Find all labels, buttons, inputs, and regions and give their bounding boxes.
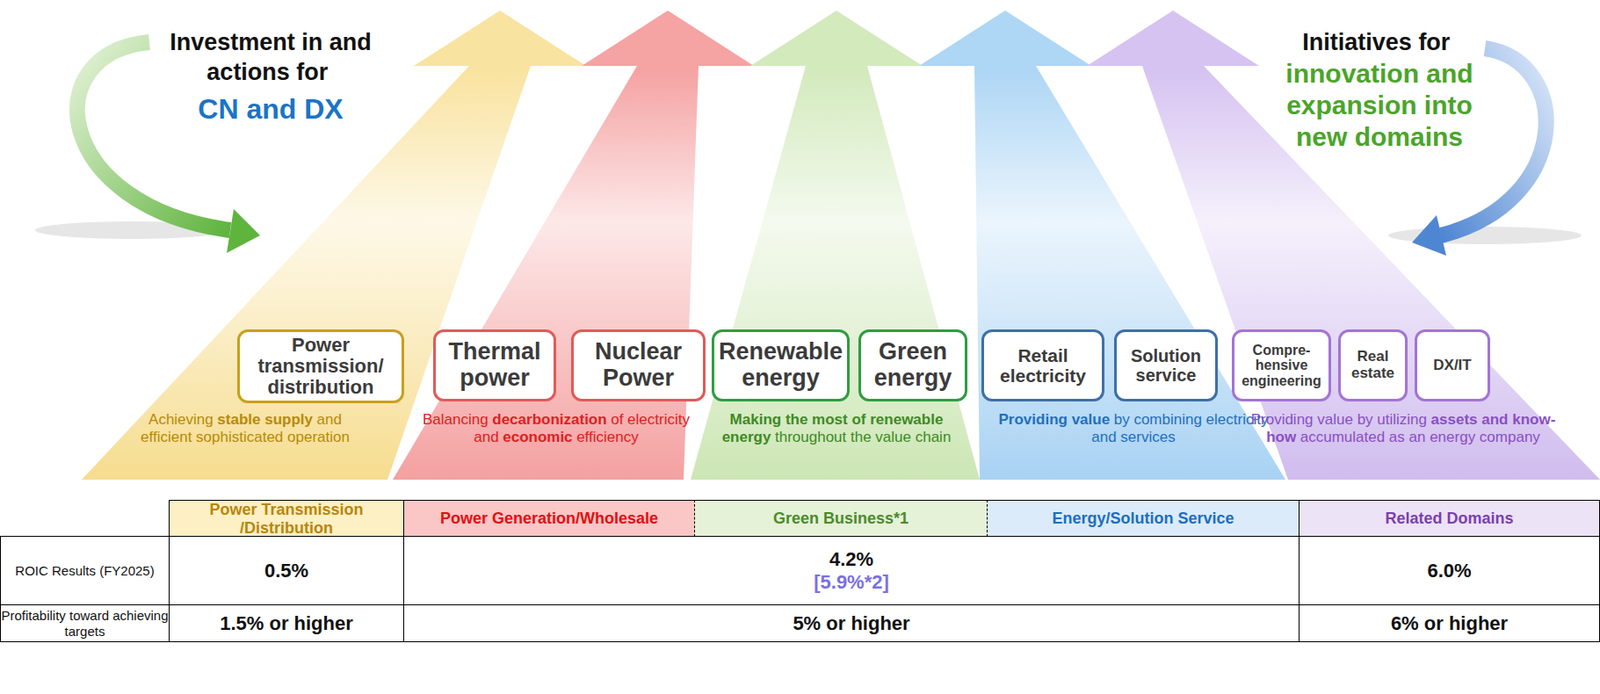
table-cell: ROIC Results (FY2025) [0,535,170,606]
description-text: Balancing [422,411,489,428]
description-text: Providing value [999,411,1111,428]
table-text: [5.9%*2] [813,571,890,594]
description-text: Providing value by utilizing [1251,411,1427,428]
description-text: Investment in and actions for [169,28,372,86]
text-group: Balancingdecarbonizationof electricity a… [419,411,693,448]
category-box: Green energy [858,329,968,402]
table-text: ROIC Results (FY2025) [14,563,154,579]
table-text: 5% or higher [792,612,910,635]
table-cell: 6.0% [1298,535,1600,606]
table-text: 4.2% [829,548,874,571]
table-cell: Power Generation/Wholesale [403,499,696,537]
category-box: Nuclear Power [571,329,706,402]
box-label: Solution service [1120,346,1212,385]
description-text: stable supply [217,411,313,428]
table-cell: 4.2%[5.9%*2] [403,535,1300,606]
table-cell: 0.5% [168,535,405,606]
box-label: Retail electricity [987,345,1099,386]
box-label: Renewable energy [717,339,844,391]
table-text: Power Transmission /Distribution [169,500,404,537]
box-label: Compre- hensive engineering [1238,342,1325,390]
text-group: Investment in and actions for CN and DX [160,28,381,127]
description-text: Initiatives for [1302,28,1450,56]
description-text: accumulated as an energy company [1300,428,1541,446]
table-cell: 5% or higher [403,604,1300,643]
category-box: Thermal power [433,329,557,402]
table-text: Power Generation/Wholesale [440,509,659,529]
table-text: 6.0% [1426,559,1471,582]
table-text: Profitability toward achieving targets [0,608,169,639]
purple-arrow [1086,10,1600,480]
table-cell: Green Business*1 [694,499,988,537]
category-box: Real estate [1338,329,1408,402]
curved-arrow-head [1411,215,1447,256]
table-text: 6% or higher [1390,612,1508,635]
box-label: Green energy [864,339,962,391]
curved-arrow-head [226,209,261,254]
table-text: Green Business*1 [773,509,909,529]
table-cell: Related Domains [1298,499,1600,537]
category-box: Power transmission/ distribution [237,329,405,404]
text-group: Making the most of renewable energythrou… [695,411,978,448]
table-text: 0.5% [264,559,309,582]
box-label: DX/IT [1433,357,1471,375]
table-cell: 1.5% or higher [168,604,405,643]
category-box: Solution service [1114,329,1218,402]
description-text: economic [502,428,572,446]
table-text: Related Domains [1384,509,1514,529]
text-group: Providing valueby combining electricity … [988,411,1279,448]
description-text: decarbonization [492,411,607,428]
description-text: efficiency [576,428,639,446]
description-text: throughout the value chain [774,428,951,446]
table-text: 1.5% or higher [219,612,354,635]
box-label: Nuclear Power [577,339,700,391]
red-arrow [392,10,754,480]
description-text: by combining electricity and services [1091,411,1268,446]
category-box: Retail electricity [981,329,1105,402]
table-cell: Energy/Solution Service [986,499,1300,537]
box-label: Thermal power [439,339,551,391]
green-arrow [690,10,980,480]
table-cell: 6% or higher [1298,604,1600,643]
category-box: DX/IT [1414,329,1491,402]
table-cell: Power Transmission /Distribution [168,499,405,539]
description-text: CN and DX [160,91,381,127]
box-label: Real estate [1344,348,1402,382]
text-group: Providing value by utilizingassets and k… [1215,411,1592,448]
category-box: Compre- hensive engineering [1231,329,1332,402]
description-text: innovation and expansion into new domain… [1265,57,1494,153]
text-group: Achievingstable supplyand efficient soph… [126,411,364,448]
table-cell: Profitability toward achieving targets [0,604,170,643]
table-text: Energy/Solution Service [1051,509,1234,529]
box-label: Power transmission/ distribution [243,334,399,399]
text-group: Initiatives forinnovation and expansion … [1265,28,1494,153]
category-box: Renewable energy [711,329,850,402]
description-text: Achieving [148,411,214,428]
